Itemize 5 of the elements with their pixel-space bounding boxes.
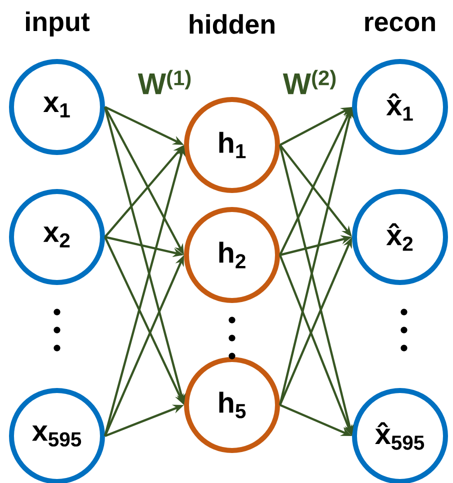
column-header: recon (365, 16, 435, 32)
column-header: input (26, 11, 90, 37)
weight-label: W$^{(1)}$ (138, 70, 191, 94)
weight-label: W$^{(2)}$ (282, 70, 336, 94)
column-header: hidden (190, 14, 274, 34)
